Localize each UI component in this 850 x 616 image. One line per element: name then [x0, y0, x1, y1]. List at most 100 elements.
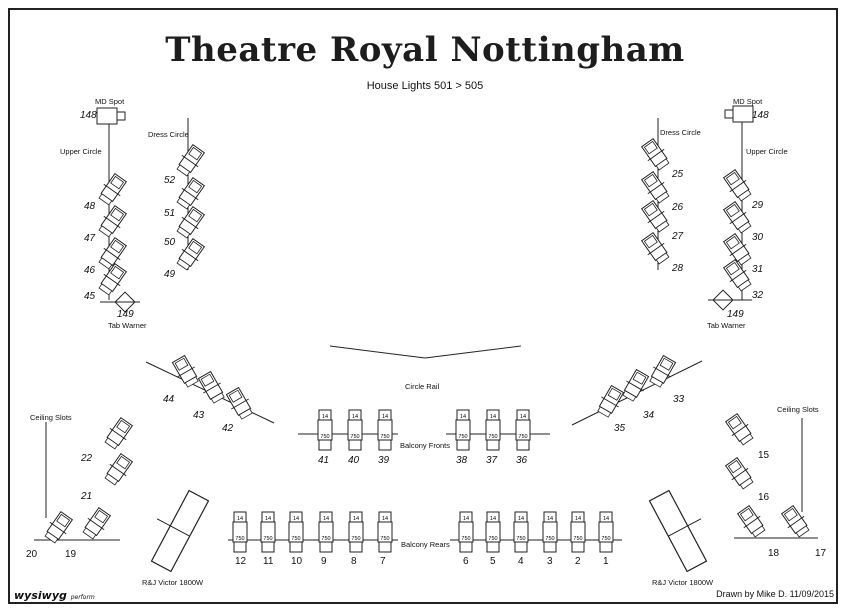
- wysiwyg-logo: wysiwyg perform: [14, 589, 95, 602]
- balcony-rear-fixture: 14 750: [232, 511, 248, 553]
- upper-circle-right-label: Upper Circle: [746, 147, 788, 156]
- channel-number: 29: [752, 200, 764, 211]
- channel-number: 5: [490, 556, 496, 567]
- fixture-tag: 14: [547, 516, 553, 522]
- fixture-tag: 750: [461, 536, 470, 542]
- plot-title: Theatre Royal Nottingham: [165, 30, 685, 70]
- ceiling-left-fixture: [82, 507, 112, 540]
- channel-number: 43: [193, 410, 205, 421]
- victor-right-icon: [648, 489, 708, 573]
- channel-number: 17: [815, 548, 827, 559]
- upper-right-fixture: [722, 233, 752, 266]
- channel-number: 35: [614, 423, 626, 434]
- fixture-tag: 750: [321, 536, 330, 542]
- fixture-tag: 14: [353, 516, 359, 522]
- fixture-tag: 750: [518, 434, 527, 440]
- md-spot-left-icon: [96, 107, 126, 125]
- channel-number: 6: [463, 556, 469, 567]
- dress-circle-left-label: Dress Circle: [148, 130, 189, 139]
- channel-number: 36: [516, 455, 528, 466]
- dress-right-fixture: [640, 200, 670, 233]
- channel-number: 52: [164, 175, 176, 186]
- channel-number: 47: [84, 233, 96, 244]
- md-spot-right-icon: [724, 105, 754, 123]
- ceiling-right-fixture: [780, 505, 810, 538]
- victor-left-icon: [150, 489, 210, 573]
- plot-frame: [8, 8, 838, 604]
- fixture-tag: 14: [518, 516, 524, 522]
- tab-warner-right-number: 149: [727, 309, 744, 320]
- fixture-tag: 750: [291, 536, 300, 542]
- tab-warner-left-label: Tab Warner: [108, 321, 147, 330]
- dress-right-fixture: [640, 138, 670, 171]
- channel-number: 9: [321, 556, 327, 567]
- fixture-tag: 14: [463, 516, 469, 522]
- channel-number: 46: [84, 265, 96, 276]
- upper-right-fixture: [722, 201, 752, 234]
- channel-number: 48: [84, 201, 96, 212]
- tab-warner-right-label: Tab Warner: [707, 321, 746, 330]
- fixture-tag: 14: [603, 516, 609, 522]
- channel-number: 42: [222, 423, 234, 434]
- circle-rail-left: [329, 345, 426, 359]
- fixture-tag: 14: [265, 516, 271, 522]
- upper-right-fixture: [722, 169, 752, 202]
- ceiling-left-fixture: [44, 511, 74, 544]
- channel-number: 7: [380, 556, 386, 567]
- ceiling-right-fixture: [736, 505, 766, 538]
- circle-right-fixture: [597, 384, 625, 418]
- channel-number: 8: [351, 556, 357, 567]
- channel-number: 32: [752, 290, 764, 301]
- balcony-rear-fixture: 14 750: [570, 511, 586, 553]
- drawn-by-credit: Drawn by Mike D. 11/09/2015: [716, 589, 834, 599]
- ceiling-right-fixture: [724, 413, 754, 446]
- fixture-tag: 750: [573, 536, 582, 542]
- channel-number: 31: [752, 264, 764, 275]
- channel-number: 28: [672, 263, 684, 274]
- tab-warner-left-icon: [100, 291, 140, 313]
- channel-number: 1: [603, 556, 609, 567]
- pipes: [34, 118, 818, 541]
- circle-right-fixture: [649, 354, 677, 388]
- channel-number: 4: [518, 556, 524, 567]
- circle-right-fixture: [622, 368, 650, 402]
- channel-number: 30: [752, 232, 764, 243]
- circle-left-fixture: [225, 386, 253, 420]
- fixture-tag: 750: [488, 434, 497, 440]
- fixture-tag: 750: [516, 536, 525, 542]
- upper-left-fixture: [98, 263, 128, 296]
- tab-warner-left-number: 149: [117, 309, 134, 320]
- balcony-rear-fixture: 14 750: [513, 511, 529, 553]
- channel-number: 39: [378, 455, 390, 466]
- ceiling-left-fixture: [104, 417, 134, 450]
- fixture-tag: 14: [352, 414, 358, 420]
- fixture-tag: 750: [350, 434, 359, 440]
- dress-left-fixture: [176, 206, 206, 239]
- md-spot-right-number: 148: [752, 110, 769, 121]
- fixture-tag: 14: [237, 516, 243, 522]
- fixture-tag: 750: [235, 536, 244, 542]
- channel-number: 15: [758, 450, 770, 461]
- channel-number: 19: [65, 549, 77, 560]
- fixture-tag: 14: [490, 516, 496, 522]
- channel-number: 12: [235, 556, 247, 567]
- logo-main: wysiwyg: [14, 589, 67, 602]
- channel-number: 45: [84, 291, 96, 302]
- channel-number: 3: [547, 556, 553, 567]
- channel-number: 38: [456, 455, 468, 466]
- channel-number: 18: [768, 548, 780, 559]
- units: 1475014750147501475014750147501475014750…: [44, 105, 810, 573]
- dress-left-fixture: [176, 238, 206, 271]
- fixture-tag: 14: [575, 516, 581, 522]
- fixture-tag: 750: [320, 434, 329, 440]
- fixture-tag: 14: [322, 414, 328, 420]
- dress-left-fixture: [176, 177, 206, 210]
